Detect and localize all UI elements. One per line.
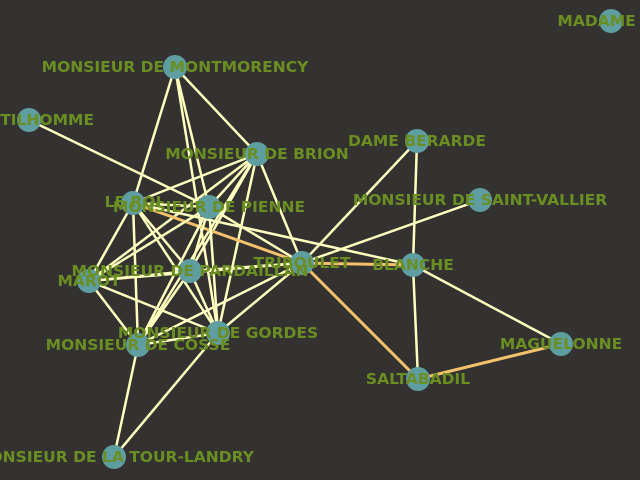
node-madame_de <box>599 9 623 33</box>
node-blanche <box>401 253 425 277</box>
node-gentilhomme <box>17 108 41 132</box>
edge-roi-cosse <box>131 201 140 347</box>
node-roi <box>121 191 145 215</box>
node-label-blanche: BLANCHE <box>372 256 454 274</box>
node-pienne <box>197 195 221 219</box>
node-label-marot: MAROT <box>57 272 121 290</box>
edge-dame_berarde-blanche <box>411 139 419 267</box>
edge-blanche-saltabadil <box>411 263 420 381</box>
node-triboulet <box>290 251 314 275</box>
edge-pardaillan-cosse <box>136 269 192 347</box>
node-cosse <box>126 333 150 357</box>
edge-saltabadil-maguelonne <box>416 342 563 381</box>
labels-layer: MADAME DE MONSIEUR DE MONTMORENCY GENTILHO… <box>0 12 640 466</box>
edge-pienne-triboulet <box>207 205 304 265</box>
edge-blanche-maguelonne <box>411 263 563 346</box>
edge-cosse-triboulet <box>136 261 304 347</box>
edge-brion-roi <box>131 152 259 205</box>
node-label-saint_vallier: MONSIEUR DE SAINT-VALLIER <box>353 191 607 209</box>
edge-brion-gordes <box>216 152 259 335</box>
node-label-cosse: MONSIEUR DE COSSE <box>46 336 231 354</box>
node-label-saltabadil: SALTABADIL <box>366 370 470 388</box>
node-label-maguelonne: MAGUELONNE <box>500 335 622 353</box>
edge-montmorency-roi <box>131 65 177 205</box>
edge-triboulet-blanche <box>300 261 415 267</box>
node-label-brion: MONSIEUR DE BRION <box>165 145 349 163</box>
edge-cosse-latour <box>112 343 140 459</box>
node-maguelonne <box>549 332 573 356</box>
node-saint_vallier <box>468 188 492 212</box>
node-montmorency <box>163 55 187 79</box>
edge-triboulet-saltabadil <box>300 261 420 381</box>
node-label-madame_de: MADAME DE <box>557 12 640 30</box>
edge-gordes-triboulet <box>216 261 304 335</box>
edge-triboulet-dame_berarde <box>300 139 419 265</box>
edge-roi-triboulet <box>131 201 304 265</box>
edge-montmorency-brion <box>173 65 259 156</box>
edge-roi-pienne <box>131 201 211 209</box>
node-dame_berarde <box>405 129 429 153</box>
node-brion <box>245 142 269 166</box>
edge-roi-marot <box>87 201 135 283</box>
edge-roi-blanche <box>131 201 415 267</box>
edge-gentilhomme-pienne <box>27 118 211 209</box>
node-gordes <box>206 321 230 345</box>
nodes-layer <box>17 9 623 469</box>
node-label-roi: LE ROI <box>105 193 162 211</box>
node-label-pardaillan: MONSIEUR DE PARDAILLAN <box>71 262 308 280</box>
edge-pienne-cosse <box>136 205 211 347</box>
node-marot <box>77 269 101 293</box>
node-label-gordes: MONSIEUR DE GORDES <box>118 324 318 342</box>
node-label-montmorency: MONSIEUR DE MONTMORENCY <box>42 58 309 76</box>
node-label-gentilhomme: GENTILHOMME <box>0 111 94 129</box>
edge-gordes-latour <box>112 331 220 459</box>
edge-triboulet-saint_vallier <box>300 198 482 265</box>
edge-cosse-gordes <box>136 331 220 347</box>
node-latour <box>102 445 126 469</box>
node-label-latour: MONSIEUR DE LA TOUR-LANDRY <box>0 448 255 466</box>
edge-marot-gordes <box>87 279 220 335</box>
node-label-triboulet: TRIBOULET <box>254 254 351 272</box>
edge-montmorency-pienne <box>173 65 211 209</box>
node-label-pienne: MONSIEUR DE PIENNE <box>113 198 305 216</box>
edge-pienne-marot <box>87 205 211 283</box>
edge-marot-cosse <box>87 279 140 347</box>
node-label-dame_berarde: DAME BERARDE <box>348 132 486 150</box>
node-saltabadil <box>406 367 430 391</box>
node-pardaillan <box>178 259 202 283</box>
edge-brion-triboulet <box>255 152 304 265</box>
